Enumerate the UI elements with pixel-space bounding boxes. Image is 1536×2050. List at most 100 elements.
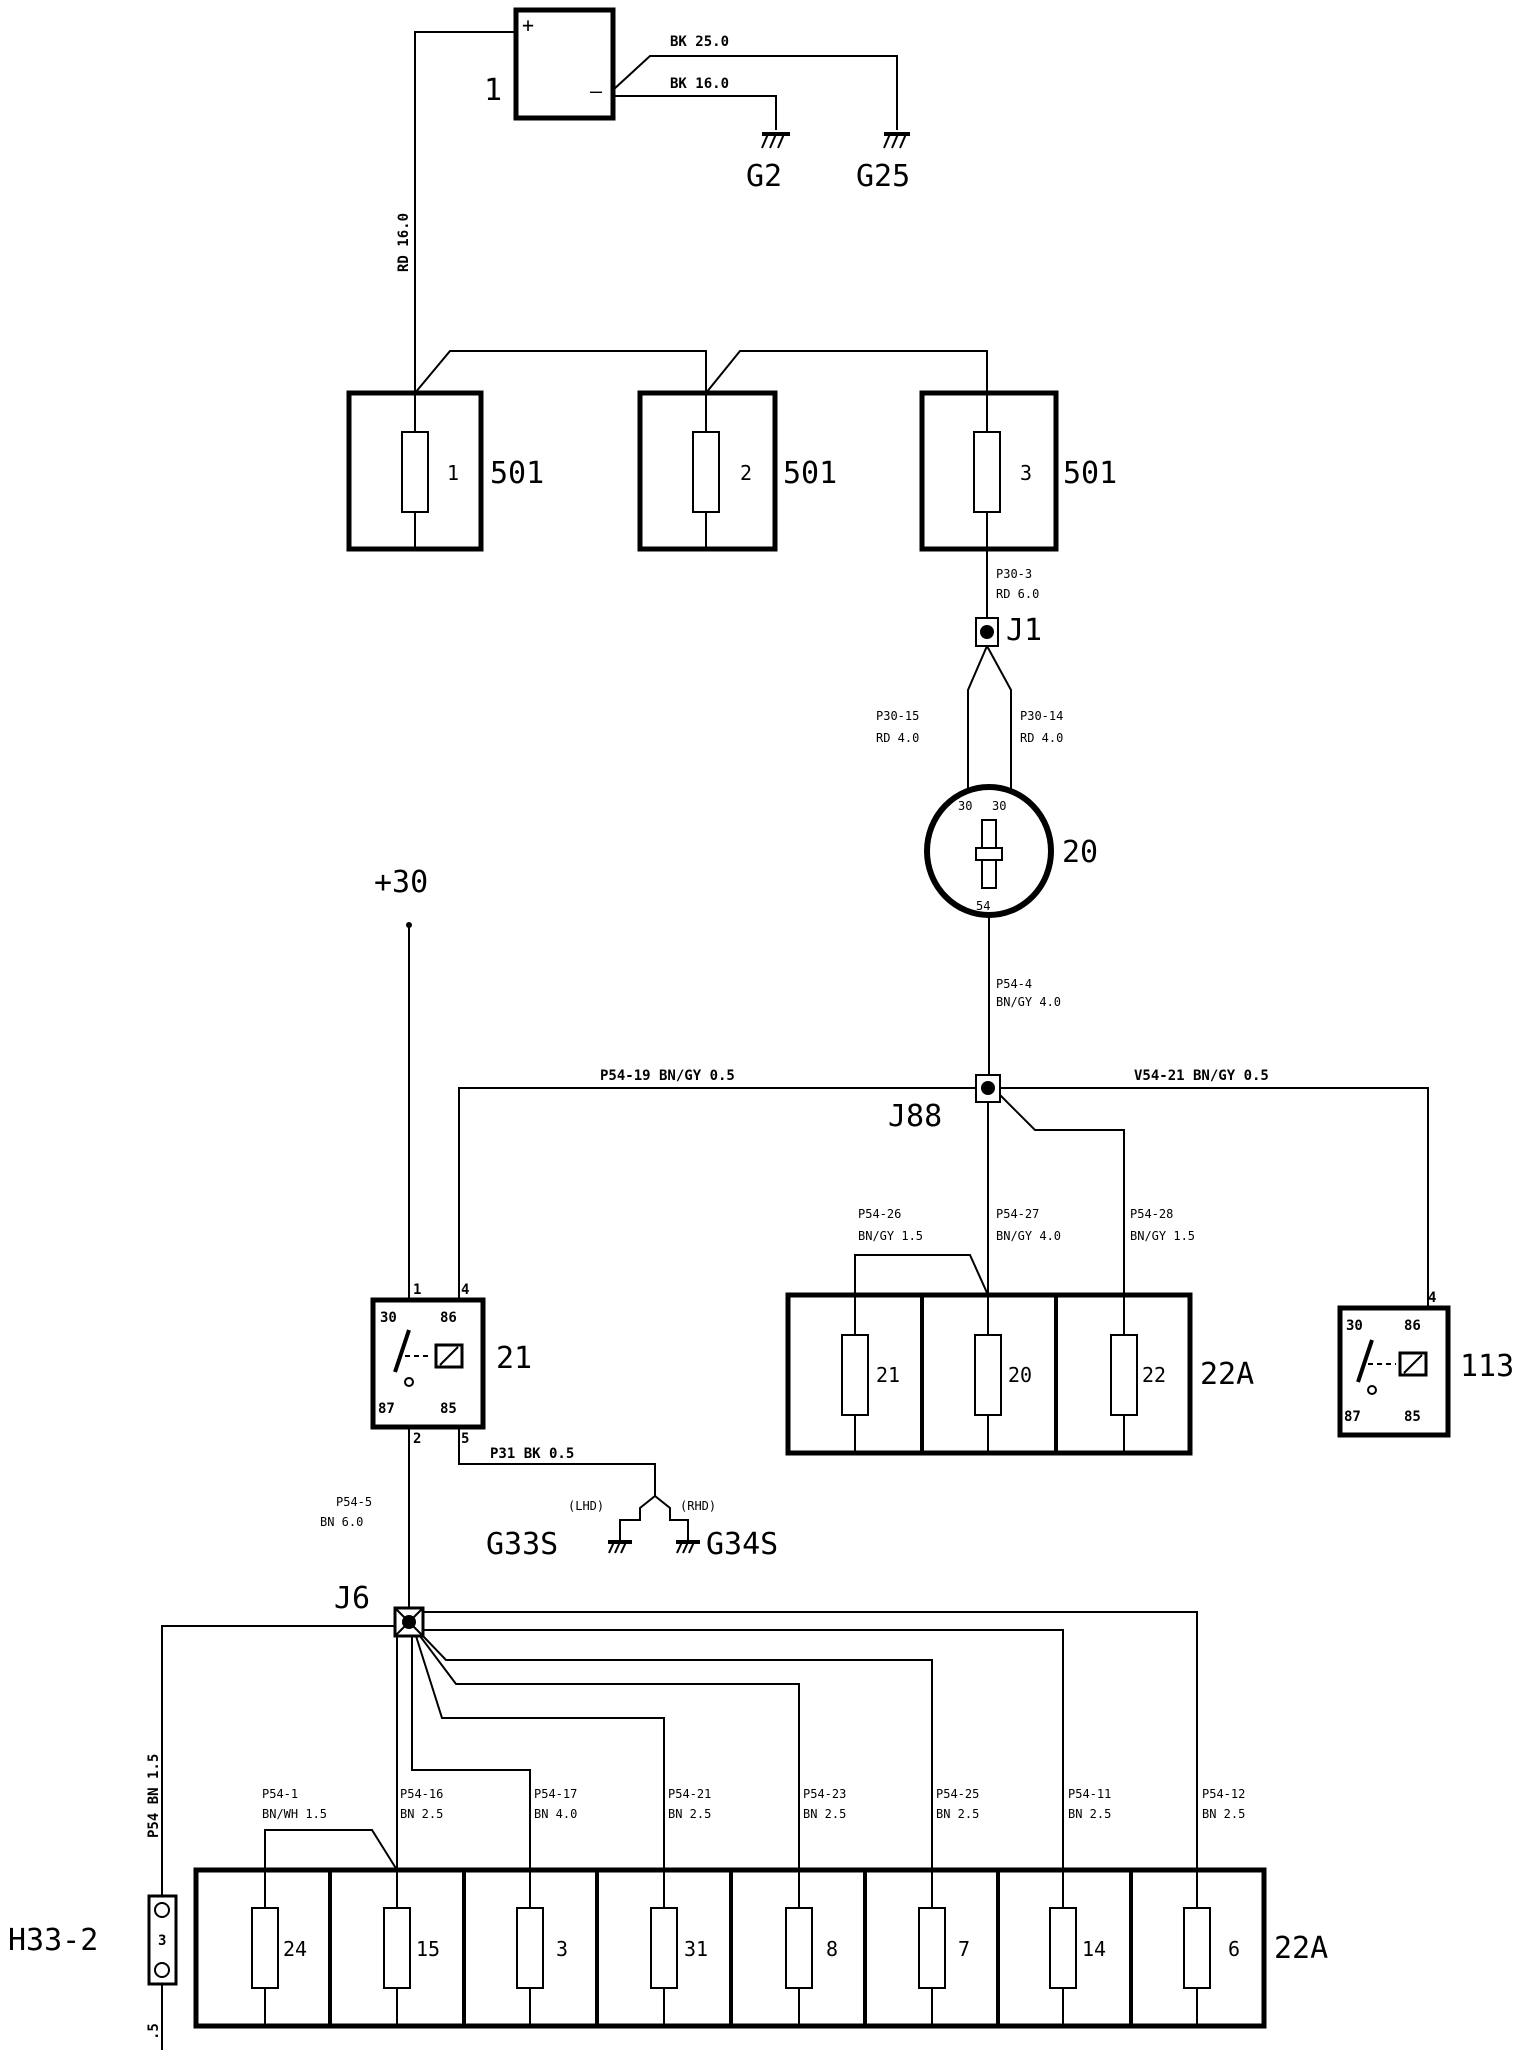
label-p54-21: P54-21 [668,1787,711,1801]
connector-h33-2-label: H33-2 [8,1923,98,1958]
label-p54-4: P54-4 [996,977,1032,991]
fusebox-501-3-label: 501 [1063,456,1117,491]
ignition-switch-label: 20 [1062,835,1098,870]
relay-21-t87: 87 [378,1401,395,1417]
fuse-22a-bottom-7: 14 [1082,1937,1106,1961]
fusebox-22a-bottom-label: 22A [1274,1931,1328,1966]
relay-21-t85: 85 [440,1401,457,1417]
ground-g34s-label: G34S [706,1527,778,1562]
ground-lhd-label: (LHD) [568,1499,604,1513]
relay-21: 1 4 2 5 30 86 87 85 [370,1282,486,1447]
fuse-501-2-number: 2 [740,461,752,485]
junction-j88-label: J88 [888,1099,942,1134]
wire-ground-split [619,1495,656,1542]
ground-rhd-label: (RHD) [680,1499,716,1513]
ignition-pin-b: 30 [992,799,1006,813]
battery-number: 1 [484,73,502,108]
label-p54-19: P54-19 BN/GY 0.5 [600,1068,735,1084]
plus30-label: +30 [374,865,428,900]
fusebox-22a-bottom: 24 15 3 31 8 7 14 6 22A [193,1867,1328,2029]
wire-bk25 [612,55,898,130]
label-p54-26: P54-26 [858,1207,901,1221]
wire-j6-fuse31 [415,1635,665,1870]
wire-p54-19 [458,1087,976,1300]
wire-v54-21 [1000,1087,1429,1308]
connector-h33-2: 3 [147,1894,178,1986]
wire-j6-fuse3 [411,1636,531,1870]
relay-21-pin-1: 1 [413,1282,421,1298]
fuse-22a-bottom-2: 15 [416,1937,440,1961]
wire-j6-fuse8 [419,1635,800,1870]
wire-j6-fuse14 [423,1629,1064,1870]
fuse-22a-bottom-6: 7 [958,1937,970,1961]
fuse-22a-bottom-5: 8 [826,1937,838,1961]
relay-113-t87: 87 [1344,1409,1361,1425]
label-p54-12-color: BN 2.5 [1202,1807,1245,1821]
label-p30-15-color: RD 4.0 [876,731,919,745]
ignition-pin-a: 30 [958,799,972,813]
wire-p54-26 [854,1254,989,1296]
label-p54-23: P54-23 [803,1787,846,1801]
wire-bus-501b [705,350,988,394]
fuse-501-3-number: 3 [1020,461,1032,485]
fuse-22a-top-1: 21 [876,1363,900,1387]
fusebox-501-1: 1 501 [346,390,544,552]
ground-g33s-label: G33S [486,1527,558,1562]
wire-j6-fuse7 [422,1635,933,1870]
fusebox-501-2-label: 501 [783,456,837,491]
label-p54-11-color: BN 2.5 [1068,1807,1111,1821]
battery-minus-mark: – [590,79,603,103]
label-p30-15: P30-15 [876,709,919,723]
label-rd16: RD 16.0 [396,213,412,272]
relay-21-t86: 86 [440,1310,457,1326]
fusebox-501-2: 2 501 [637,390,837,552]
label-p54-25-color: BN 2.5 [936,1807,979,1821]
battery: + – 1 [484,7,616,121]
ground-g34s-icon [676,1540,700,1554]
label-v54-21: V54-21 BN/GY 0.5 [1134,1068,1269,1084]
label-p54-27-color: BN/GY 4.0 [996,1229,1061,1243]
label-p54-5-color: BN 6.0 [320,1515,363,1529]
label-p54-26-color: BN/GY 1.5 [858,1229,923,1243]
junction-j1-label: J1 [1006,613,1042,648]
label-p54-16: P54-16 [400,1787,443,1801]
relay-113-pin-4: 4 [1428,1290,1436,1306]
ground-g2-label: G2 [746,159,782,194]
wire-p54-28 [999,1094,1125,1295]
relay-113-t30: 30 [1346,1318,1363,1334]
ground-g25-icon [883,132,910,149]
wire-p30-14 [986,645,1012,790]
fusebox-22a-top: 21 20 22 22A [785,1292,1254,1456]
junction-j88 [975,1074,1001,1103]
label-p54-17-color: BN 4.0 [534,1807,577,1821]
label-p54-bn15: P54 BN 1.5 [146,1754,162,1838]
ground-g2-icon [761,132,790,149]
wire-ground-split-rhd [654,1495,689,1542]
fusebox-501-1-label: 501 [490,456,544,491]
relay-113-label: 113 [1460,1349,1514,1384]
connector-h33-2-pin: 3 [158,1933,166,1949]
label-p54-1: P54-1 [262,1787,298,1801]
label-p30-3-color: RD 6.0 [996,587,1039,601]
junction-j6 [393,1606,425,1638]
label-p30-14-color: RD 4.0 [1020,731,1063,745]
wire-j6-fuse6 [423,1611,1198,1870]
label-p54-17: P54-17 [534,1787,577,1801]
fuse-22a-bottom-8: 6 [1228,1937,1240,1961]
relay-21-t30: 30 [380,1310,397,1326]
fuse-22a-bottom-4: 31 [684,1937,708,1961]
label-bottom-stub: .5 [146,2023,162,2040]
label-bk25: BK 25.0 [670,34,729,50]
label-p30-14: P30-14 [1020,709,1063,723]
junction-j6-label: J6 [334,1581,370,1616]
relay-21-pin-4: 4 [461,1282,469,1298]
label-p54-11: P54-11 [1068,1787,1111,1801]
wire-p30-15 [967,645,988,790]
label-p54-4-color: BN/GY 4.0 [996,995,1061,1009]
label-p54-16-color: BN 2.5 [400,1807,443,1821]
label-p54-25: P54-25 [936,1787,979,1801]
label-p54-21-color: BN 2.5 [668,1807,711,1821]
label-p30-3: P30-3 [996,567,1032,581]
ground-g25-label: G25 [856,159,910,194]
wire-battery-positive [414,31,516,393]
